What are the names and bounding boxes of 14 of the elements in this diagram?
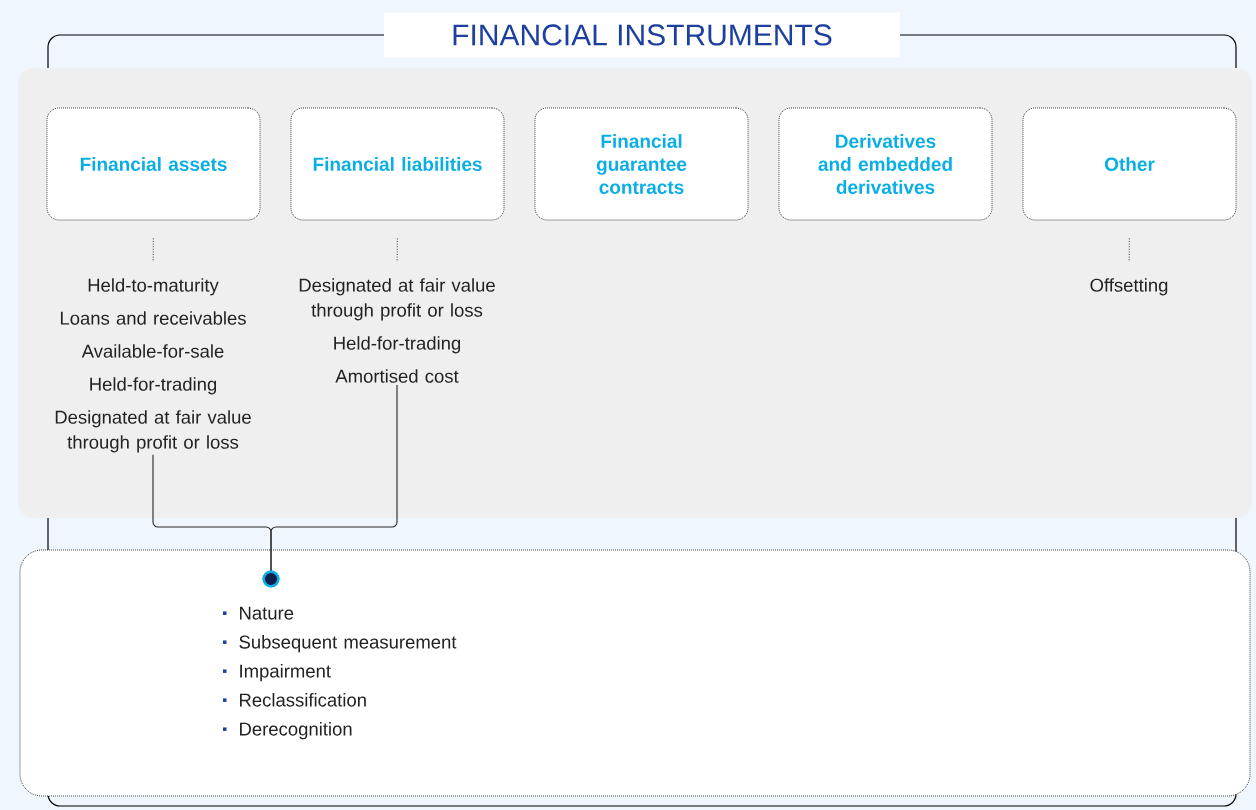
topics-box: Nature Subsequent measurement Impairment Reclassification Derecognition bbox=[19, 549, 1251, 797]
connector bbox=[1128, 237, 1130, 263]
title: FINANCIAL INSTRUMENTS bbox=[384, 12, 900, 58]
category-box: Financial liabilities bbox=[290, 107, 505, 221]
category-box: Financial guarantee contracts bbox=[534, 107, 749, 221]
connector bbox=[262, 384, 398, 588]
connector bbox=[152, 237, 154, 263]
item-list: Designated at fair value through profit or loss Held-for-trading Amortised cost bbox=[299, 278, 495, 383]
item-list: Offsetting bbox=[1090, 278, 1168, 296]
item-list: Held-to-maturity Loans and receivables Available-for-sale Held-for-trading Designated at fair value through profit or loss bbox=[55, 278, 251, 453]
category-box: Other bbox=[1022, 107, 1237, 221]
category-box: Financial assets bbox=[46, 107, 261, 221]
category-box: Derivatives and embedded derivatives bbox=[778, 107, 993, 221]
connector bbox=[396, 237, 398, 263]
